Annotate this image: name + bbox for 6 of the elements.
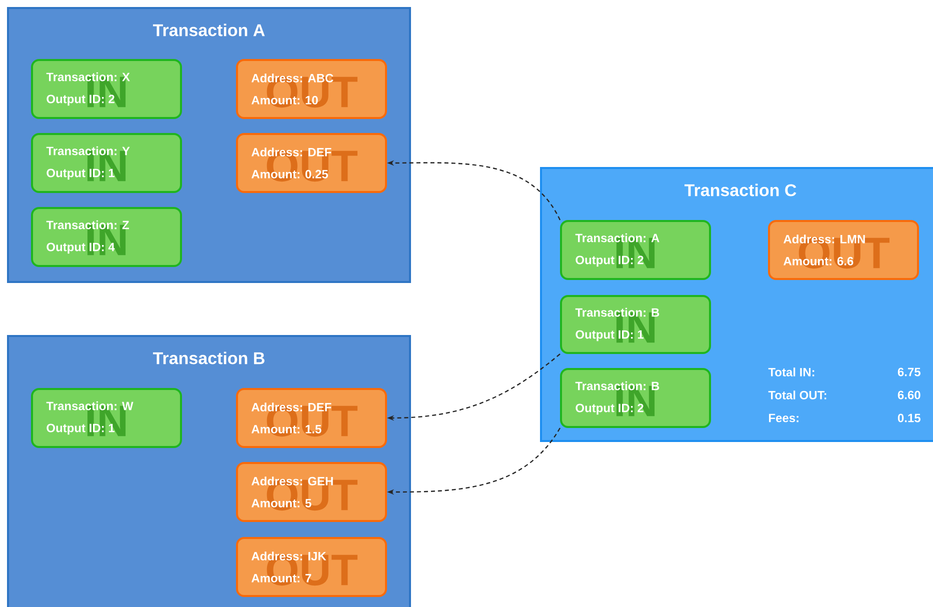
summary-value: 6.60 bbox=[898, 390, 920, 400]
summary-label: Fees: bbox=[769, 414, 798, 422]
summary-value: 6.75 bbox=[898, 368, 920, 376]
summary-label: Total IN: bbox=[768, 368, 814, 376]
summary-value: 0.15 bbox=[898, 414, 920, 422]
summary-label: Total OUT: bbox=[768, 390, 826, 400]
